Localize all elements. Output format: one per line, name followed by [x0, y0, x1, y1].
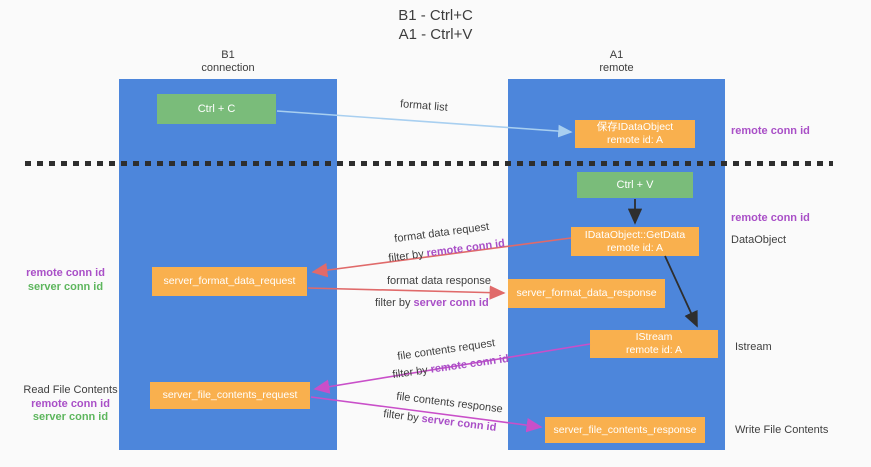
- remote-conn-id-text: remote conn id: [425, 237, 506, 260]
- right-remote-conn-id-dataobject: remote conn id: [731, 212, 810, 224]
- save-dataobject-line1: 保存IDataObject: [596, 121, 674, 133]
- save-dataobject-box: 保存IDataObject remote id: A: [575, 120, 695, 148]
- filter-by-text: filter by: [375, 297, 411, 309]
- right-column-name: A1: [609, 49, 624, 61]
- ctrl-v-box: Ctrl + V: [577, 172, 693, 198]
- server-file-contents-response-box: server_file_contents_response: [545, 417, 705, 443]
- save-dataobject-line2: remote id: A: [606, 134, 664, 146]
- remote-conn-id-label: remote conn id: [31, 397, 110, 410]
- getdata-line1: IDataObject::GetData: [584, 228, 686, 241]
- server-file-contents-request-box: server_file_contents_request: [150, 382, 310, 409]
- server-format-data-request-label: server_format_data_request: [163, 275, 296, 287]
- server-file-contents-response-label: server_file_contents_response: [553, 423, 697, 436]
- ctrl-v-label: Ctrl + V: [616, 179, 654, 191]
- copy-paste-separator-line: [25, 161, 833, 166]
- dataobject-label: DataObject: [731, 234, 787, 246]
- getdata-line2: remote id: A: [606, 241, 664, 254]
- server-format-data-request-box: server_format_data_request: [152, 267, 307, 296]
- ctrl-c-box: Ctrl + C: [157, 94, 276, 124]
- ctrl-c-label: Ctrl + C: [197, 103, 236, 115]
- left-column-name: B1: [221, 49, 235, 61]
- istream-side-label: Istream: [735, 341, 772, 353]
- server-file-contents-request-label: server_file_contents_request: [162, 389, 298, 401]
- getdata-box: IDataObject::GetData remote id: A: [571, 227, 699, 256]
- server-conn-id-label: server conn id: [27, 280, 104, 293]
- title-line-1: B1 - Ctrl+C: [398, 7, 473, 24]
- format-data-response-label: format data response: [387, 275, 491, 287]
- left-format-conn-ids: remote conn id server conn id: [18, 267, 113, 294]
- server-format-data-response-label: server_format_data_response: [516, 287, 657, 299]
- server-conn-id-text: server conn id: [413, 297, 489, 309]
- istream-line1: IStream: [635, 331, 673, 343]
- istream-line2: remote id: A: [625, 344, 683, 356]
- write-file-contents-label: Write File Contents: [735, 424, 829, 436]
- title-line-2: A1 - Ctrl+V: [398, 26, 473, 43]
- read-file-contents-label: Read File Contents: [23, 384, 118, 396]
- server-format-data-response-box: server_format_data_response: [508, 279, 665, 308]
- right-column-header: A1 remote: [508, 49, 725, 75]
- diagram-title: B1 - Ctrl+C A1 - Ctrl+V: [0, 6, 871, 44]
- filter-by-text: filter by: [382, 408, 420, 425]
- right-column-role: remote: [599, 62, 634, 74]
- left-column-header: B1 connection: [119, 49, 337, 75]
- format-list-label: format list: [399, 98, 449, 114]
- left-column-role: connection: [201, 62, 255, 74]
- format-data-response-arrow: [307, 285, 506, 300]
- istream-box: IStream remote id: A: [590, 330, 718, 358]
- server-conn-id-label: server conn id: [32, 411, 109, 423]
- filter-by-text: filter by: [391, 364, 429, 382]
- right-remote-conn-id-top: remote conn id: [731, 125, 810, 137]
- server-conn-id-text: server conn id: [420, 412, 497, 434]
- filter-by-text: filter by: [387, 248, 425, 265]
- left-file-conn-ids: Read File Contents remote conn id server…: [18, 384, 123, 425]
- remote-conn-id-label: remote conn id: [26, 267, 105, 279]
